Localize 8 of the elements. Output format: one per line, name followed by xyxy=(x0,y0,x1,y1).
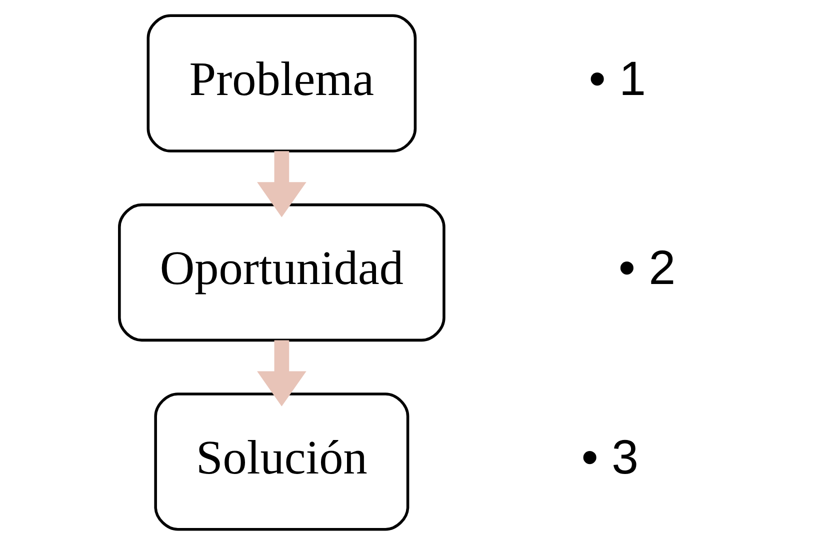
node-label: • 3 xyxy=(580,430,638,484)
node-box: Oportunidad xyxy=(118,203,445,342)
arrow xyxy=(256,340,306,406)
node-label: • 1 xyxy=(588,52,646,106)
node-label: • 2 xyxy=(618,241,676,296)
node-box: Problema xyxy=(146,14,416,152)
node-box: Solución xyxy=(154,392,409,531)
arrow xyxy=(256,151,306,218)
